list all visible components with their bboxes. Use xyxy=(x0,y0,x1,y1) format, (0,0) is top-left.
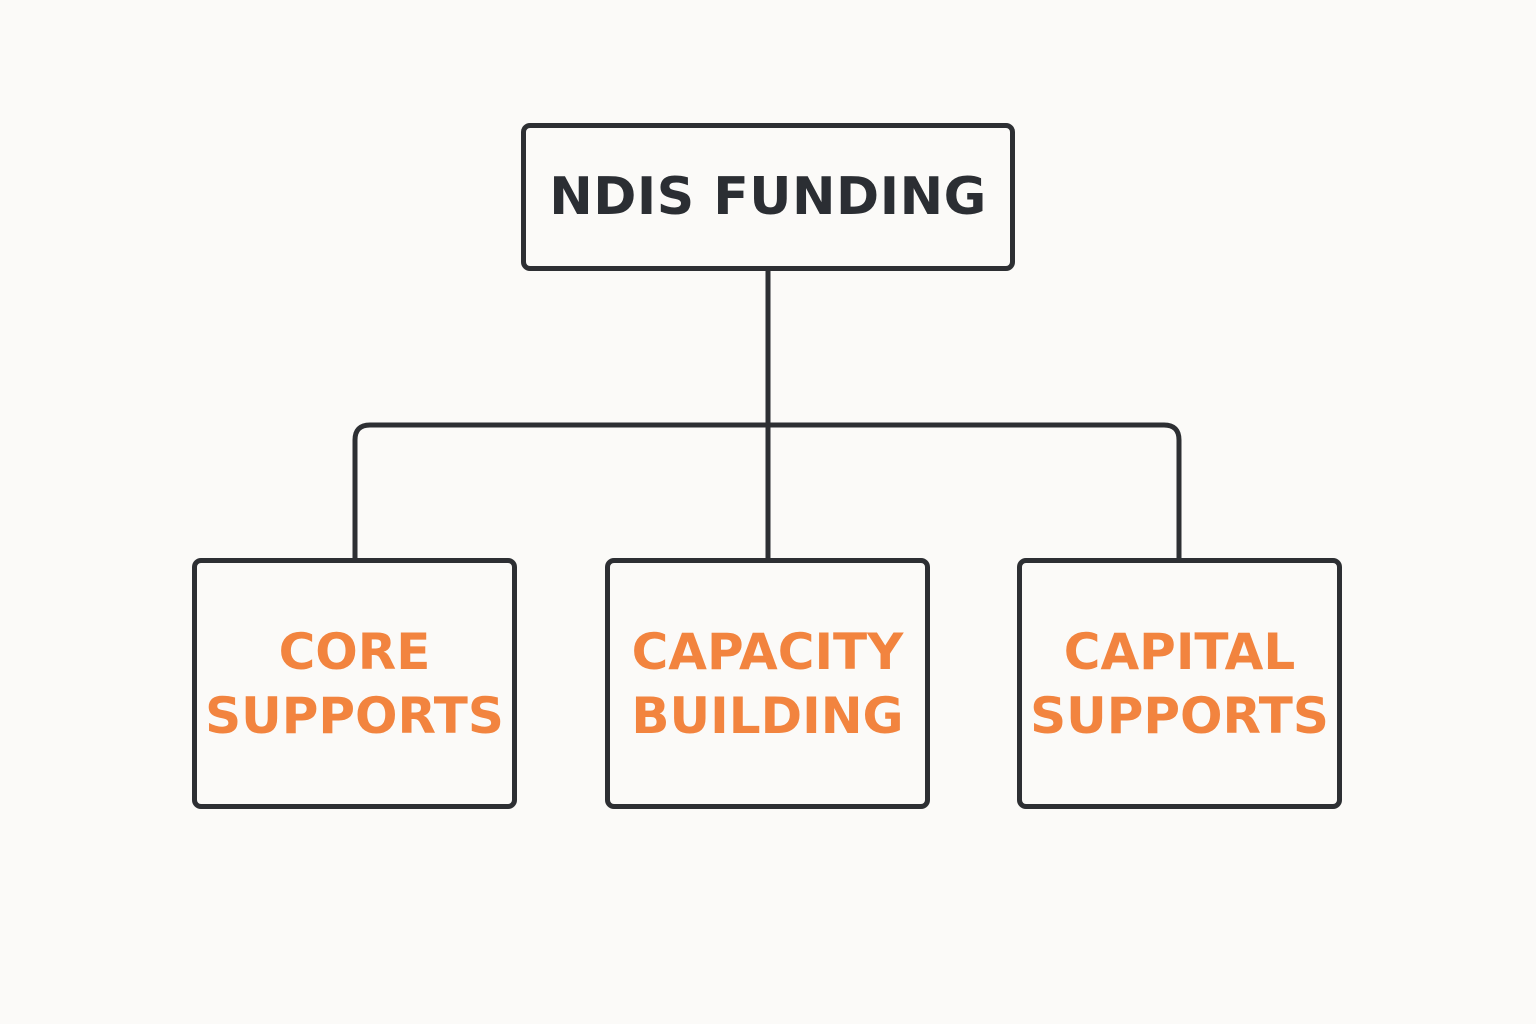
node-capital-supports: CAPITAL SUPPORTS xyxy=(1017,558,1342,809)
node-core-supports-line2: SUPPORTS xyxy=(205,686,504,745)
node-capacity-building-line1: CAPACITY xyxy=(631,622,904,681)
node-ndis-funding-label: NDIS FUNDING xyxy=(549,167,987,227)
node-capital-supports-line2: SUPPORTS xyxy=(1030,686,1329,745)
node-capacity-building: CAPACITY BUILDING xyxy=(605,558,930,809)
node-ndis-funding: NDIS FUNDING xyxy=(521,123,1015,271)
node-capacity-building-line2: BUILDING xyxy=(631,686,904,745)
node-core-supports-line1: CORE xyxy=(278,622,431,681)
node-core-supports: CORE SUPPORTS xyxy=(192,558,517,809)
node-capital-supports-line1: CAPITAL xyxy=(1063,622,1296,681)
